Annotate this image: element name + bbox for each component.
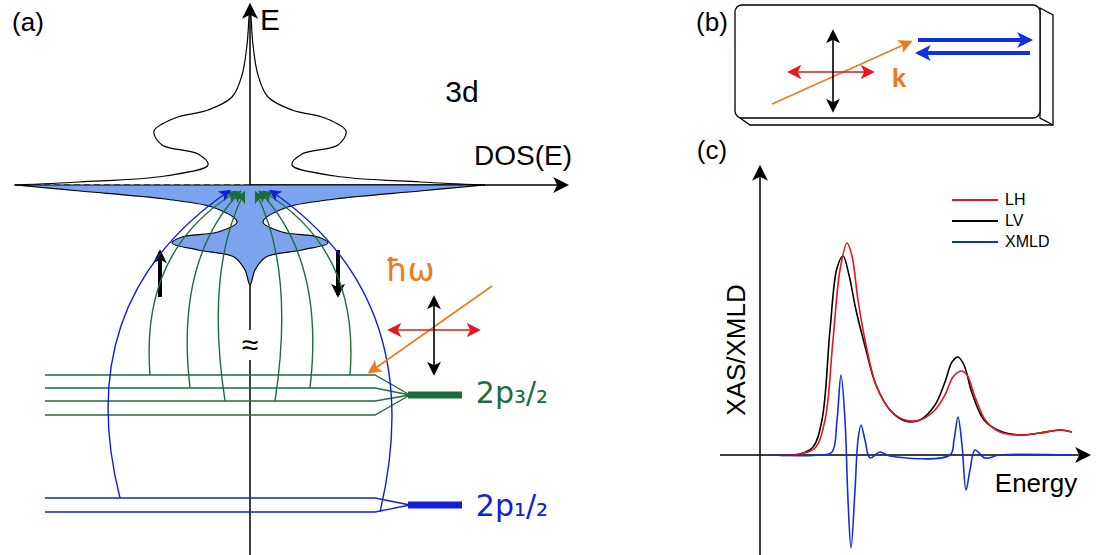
legend-line [952, 220, 998, 222]
legend-text: LV [1005, 213, 1023, 229]
transition-arrow [271, 191, 392, 512]
core-sublevel [45, 395, 410, 415]
band-label: 3d [445, 77, 478, 107]
unoccupied-states [15, 8, 485, 185]
lh-spectrum [770, 243, 1072, 455]
occupied-states [15, 185, 485, 285]
transition-arrow [256, 193, 282, 401]
spin-up-arrow [158, 252, 162, 297]
core-sublevel [45, 498, 410, 505]
level-bar [408, 392, 462, 399]
sample-bottom [740, 118, 1053, 125]
transition-arrow [108, 191, 229, 498]
level-bar [408, 502, 462, 509]
photon-label: ħω [385, 254, 434, 286]
magnetization-arrow [918, 51, 1030, 55]
axis-label: Energy [995, 470, 1077, 496]
xmld-spectrum [770, 375, 1072, 548]
wave-vector-label: k [892, 65, 906, 91]
level-label: 2p₃/₂ [476, 378, 548, 408]
core-sublevel [45, 388, 410, 395]
legend-line [952, 241, 998, 243]
legend-text: LH [1005, 192, 1025, 208]
transition-arrow [260, 192, 313, 388]
sample-side [1040, 8, 1053, 125]
polarization-vertical [433, 298, 435, 373]
polarization-horizontal [790, 71, 872, 73]
panel-label: (c) [697, 137, 727, 163]
level-label: 2p₁/₂ [476, 491, 548, 521]
polarization-vertical [832, 32, 834, 110]
core-sublevel [45, 505, 410, 512]
panel-label: (b) [696, 9, 728, 35]
wave-vector [772, 42, 910, 104]
core-sublevel [45, 375, 410, 395]
wave-vector [370, 286, 492, 372]
transition-arrow [218, 193, 244, 401]
lv-spectrum [770, 256, 1072, 455]
y-axis [759, 168, 761, 555]
axis-break: ≈ [240, 330, 260, 360]
axis-label: XAS/XMLD [723, 284, 749, 416]
magnetization-arrow [918, 38, 1030, 42]
sample-box [735, 5, 1040, 118]
legend-line [952, 199, 998, 201]
panel-label: (a) [12, 9, 44, 35]
legend-text: XMLD [1005, 234, 1049, 250]
axis-label: DOS(E) [474, 142, 572, 170]
axis-label: E [260, 5, 280, 35]
core-sublevel [45, 395, 410, 401]
